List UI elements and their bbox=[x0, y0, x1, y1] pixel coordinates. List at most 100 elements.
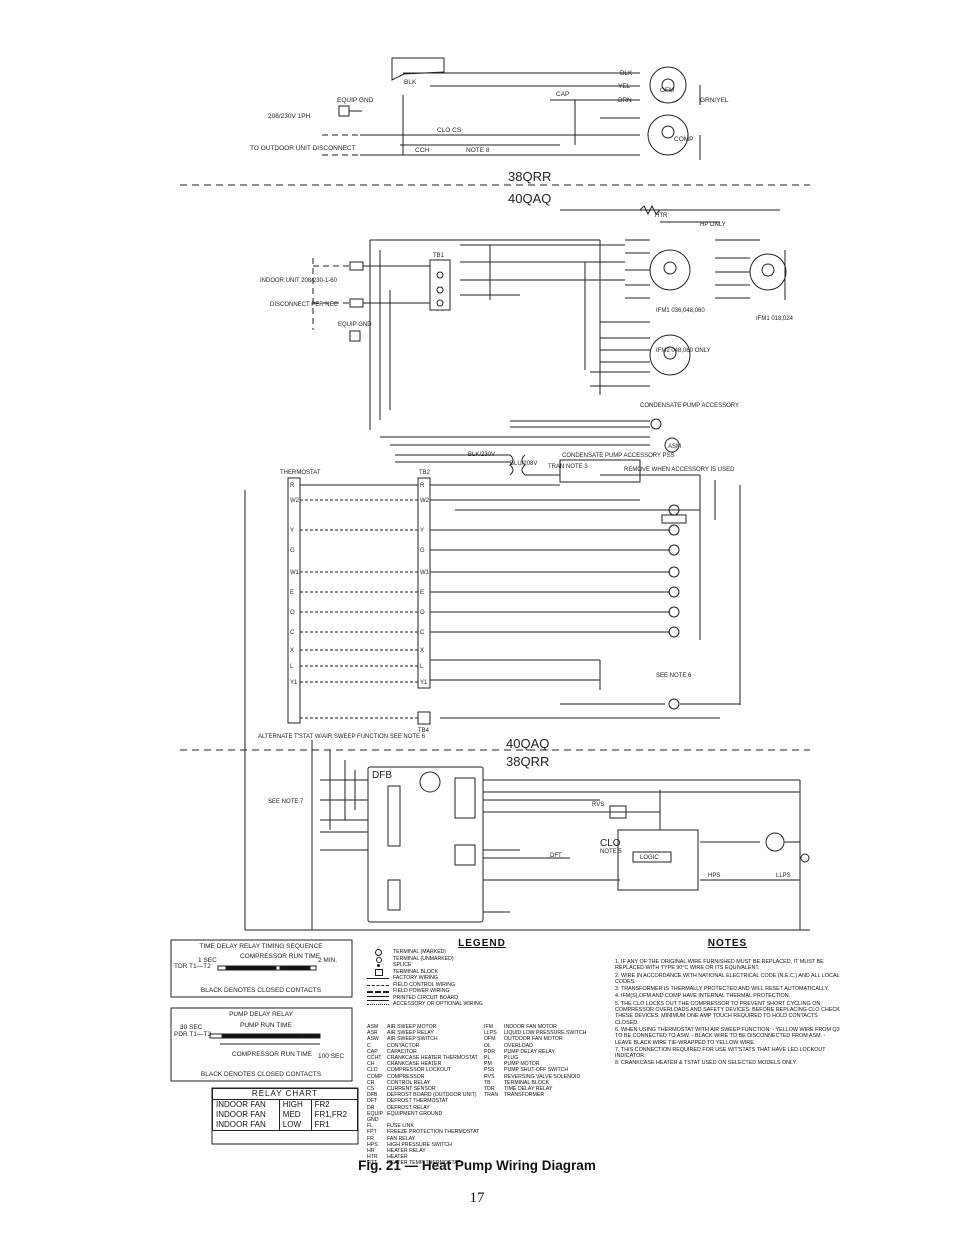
abbreviation-code: HPS bbox=[367, 1141, 378, 1148]
thermostat-terminal-label: R bbox=[290, 483, 295, 489]
pdr-row-label: PDR T1—T3 bbox=[174, 1031, 211, 1038]
abbreviation-code: TRAN bbox=[484, 1092, 499, 1099]
abbreviation-meaning: CRANKCASE HEATER THERMOSTAT bbox=[387, 1055, 478, 1062]
legend-symbol bbox=[367, 949, 393, 957]
pdr-title: PUMP DELAY RELAY bbox=[229, 1011, 293, 1018]
blk230-label: BLK/230V bbox=[468, 452, 495, 458]
abbreviation-meaning: TIME DELAY RELAY bbox=[504, 1086, 553, 1093]
pdr-c: COMPRESSOR RUN TIME bbox=[232, 1051, 313, 1058]
abbreviation-meaning: FUSE LINK bbox=[387, 1123, 414, 1130]
abbreviation-code: IFM bbox=[484, 1024, 493, 1030]
legend-item-label: FACTORY WIRING bbox=[393, 975, 438, 981]
abbreviation-code: DR bbox=[367, 1104, 375, 1111]
legend-item-label: FIELD CONTROL WIRING bbox=[393, 981, 456, 988]
tdr-a: 1 SEC bbox=[198, 957, 217, 964]
tb2-terminal-label: Y1 bbox=[420, 680, 428, 686]
asm-label: ASM bbox=[668, 444, 681, 450]
thermostat-terminal-label: L bbox=[290, 664, 294, 670]
equip-gnd-label: EQUIP GND bbox=[337, 97, 374, 104]
abbreviation-code: FL bbox=[367, 1123, 374, 1130]
indoor-disconnect-label: DISCONNECT PER NEC bbox=[270, 302, 339, 308]
abbreviation-meaning: TERMINAL BLOCK bbox=[504, 1079, 550, 1086]
abbreviation-meaning: CONTROL RELAY bbox=[387, 1079, 431, 1086]
abbreviation-code: PSS bbox=[484, 1067, 495, 1074]
abbreviation-meaning: REVERSING VALVE SOLENOID bbox=[504, 1073, 581, 1080]
abbreviation-code: CS bbox=[367, 1086, 375, 1093]
legend-symbol bbox=[367, 982, 393, 988]
abbreviation-meaning: CRANKCASE HEATER bbox=[387, 1061, 442, 1068]
clo-logic-label: LOGIC bbox=[640, 855, 659, 861]
pdr-d: 100 SEC bbox=[318, 1053, 344, 1060]
abbreviation-meaning: DEFROST BOARD (OUTDOOR UNIT) bbox=[387, 1092, 477, 1099]
alt-tstat-label: ALTERNATE T'STAT W/AIR SWEEP FUNCTION SE… bbox=[258, 734, 426, 740]
thermostat-terminal-label: Y bbox=[290, 528, 294, 534]
tb2-terminal-label: W2 bbox=[420, 498, 430, 504]
indoor-unit-label: 40QAQ bbox=[508, 191, 551, 206]
legend-item: FIELD POWER WIRING bbox=[367, 988, 597, 995]
remove-label: REMOVE WHEN ACCESSORY IS USED bbox=[624, 467, 735, 473]
clo-cs-label: CLO CS bbox=[437, 127, 462, 134]
legend: LEGEND TERMINAL (MARKED)TERMINAL (UNMARK… bbox=[367, 938, 597, 1008]
abbreviation-code: CLO bbox=[367, 1067, 378, 1074]
legend-title: LEGEND bbox=[458, 938, 506, 949]
abbreviation-code: ASR bbox=[367, 1030, 378, 1037]
tb2-terminal-label: X bbox=[420, 648, 424, 654]
tb2-terminal-label: Y bbox=[420, 528, 424, 534]
pdr-chart-box bbox=[170, 1007, 353, 1082]
cond-pump2-label: CONDENSATE PUMP ACCESSORY PSS bbox=[562, 453, 675, 459]
note-item: 8. CRANKCASE HEATER & TSTAT USED ON SELE… bbox=[615, 1060, 798, 1067]
abbreviation-row: C CONTACTOR bbox=[367, 1043, 480, 1049]
note-item: 3. TRANSFORMER IS THERMALLY PROTECTED AN… bbox=[615, 986, 829, 993]
abbreviation-meaning: COMPRESSOR LOCKOUT bbox=[387, 1067, 451, 1074]
legend-item: PRINTED CIRCUIT BOARD bbox=[367, 995, 597, 1002]
hp-only-label: HP ONLY bbox=[700, 222, 726, 228]
supply-label: 208/230V 1PH bbox=[268, 113, 311, 120]
hps-label: HPS bbox=[708, 873, 720, 879]
note-item: 7. THIS CONNECTION REQUIRED FOR USE W/T'… bbox=[615, 1046, 826, 1060]
abbreviation-meaning: AIR SWEEP MOTOR bbox=[387, 1024, 437, 1030]
rvs-label: RVS bbox=[592, 802, 604, 808]
abbreviation-row: CLO COMPRESSOR LOCKOUT bbox=[367, 1067, 480, 1073]
abbreviation-meaning: CONTACTOR bbox=[387, 1042, 420, 1049]
abbreviation-code: TDR bbox=[484, 1086, 495, 1093]
tb2-terminal-label: O bbox=[420, 610, 425, 616]
abbreviation-meaning: HEATER RELAY bbox=[387, 1148, 426, 1155]
note-item: 1. IF ANY OF THE ORIGINAL WIRE FURNISHED… bbox=[615, 959, 824, 972]
legend-symbol bbox=[367, 995, 393, 1001]
note8-label: NOTE 8 bbox=[466, 147, 490, 154]
tb4-label: TB4 bbox=[418, 728, 430, 734]
abbreviation-code: ASW bbox=[367, 1036, 379, 1043]
llps-label: LLPS bbox=[776, 873, 791, 879]
abbreviation-code: PM bbox=[484, 1061, 492, 1068]
dft-label: DFT bbox=[550, 853, 562, 859]
abbreviation-row: RVS REVERSING VALVE SOLENOID bbox=[484, 1074, 597, 1080]
indoor-supply-label: INDOOR UNIT 208/230-1-60 bbox=[260, 278, 338, 284]
abbreviation-meaning: FREEZE PROTECTION THERMOSTAT bbox=[387, 1129, 480, 1136]
abbreviation-code: C bbox=[367, 1042, 371, 1049]
abbreviation-code: PDR bbox=[484, 1048, 495, 1055]
abbreviation-code: EQUIP GND bbox=[367, 1110, 384, 1124]
note-item: 2. WIRE IN ACCORDANCE WITH NATIONAL ELEC… bbox=[615, 972, 840, 985]
abbreviation-meaning: OUTDOOR FAN MOTOR bbox=[504, 1036, 563, 1043]
disconnect-label: TO OUTDOOR UNIT DISCONNECT bbox=[250, 145, 356, 152]
thermostat-terminal-label: W1 bbox=[290, 570, 300, 576]
tb2-terminal-label: W1 bbox=[420, 570, 430, 576]
legend-symbol bbox=[367, 968, 393, 976]
indoor-unit-label-2: 40QAQ bbox=[506, 736, 549, 751]
abbreviation-code: ASM bbox=[367, 1024, 379, 1030]
label-yel: YEL bbox=[618, 83, 631, 90]
abbreviation-code: RVS bbox=[484, 1073, 495, 1080]
